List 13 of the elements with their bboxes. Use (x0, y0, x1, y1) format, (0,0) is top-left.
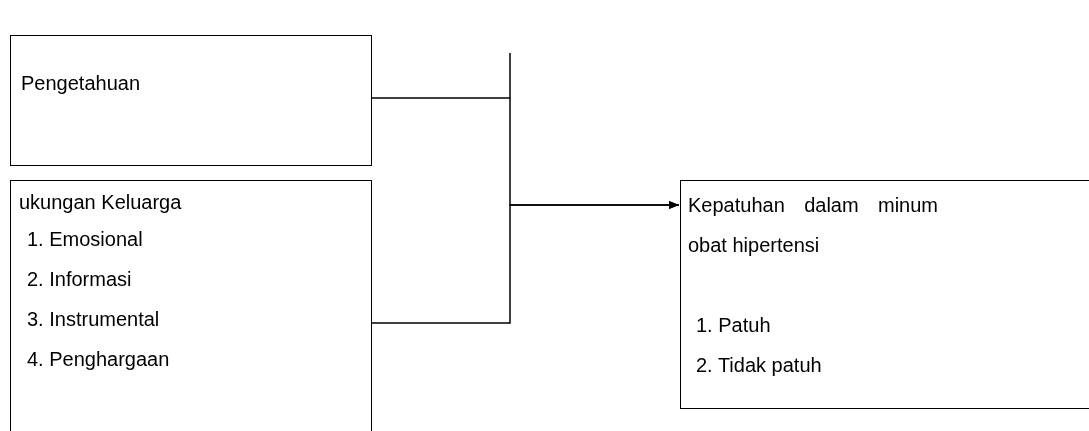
list-item: 2. Informasi (26, 267, 133, 292)
list-item: 2. Tidak patuh (695, 353, 823, 378)
box-heading: Kepatuhan dalam minum obat hipertensi (688, 193, 938, 258)
text-box (680, 180, 1089, 409)
text-box (10, 35, 372, 166)
list-item: 4. Penghargaan (26, 347, 171, 372)
box-heading: ukungan Keluarga (19, 190, 183, 215)
list-item: 3. Instrumental (26, 307, 161, 332)
list-item: 1. Emosional (26, 227, 144, 252)
list-item: 1. Patuh (695, 313, 772, 338)
text-box (10, 180, 372, 431)
arrow (371, 201, 680, 324)
box-heading: Pengetahuan (21, 71, 141, 96)
